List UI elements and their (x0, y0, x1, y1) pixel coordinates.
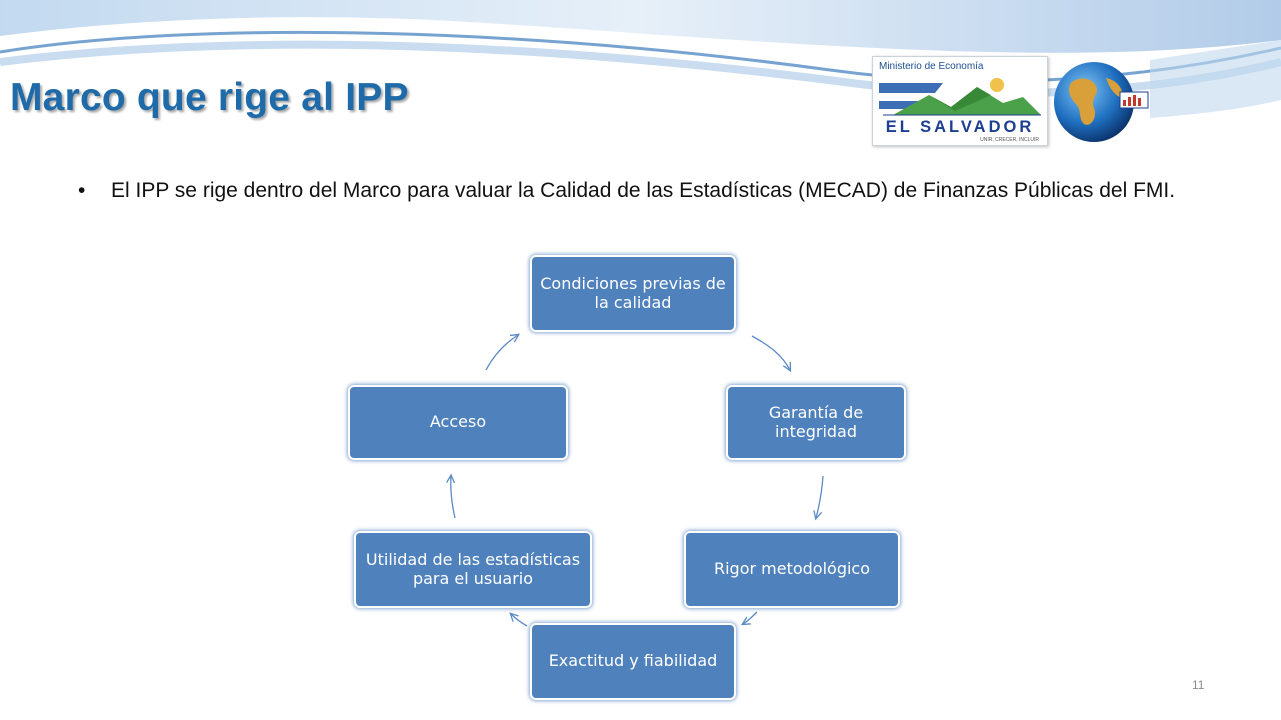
bullet-paragraph: • El IPP se rige dentro del Marco para v… (78, 178, 1228, 204)
arrow-utilidad-acceso (451, 476, 456, 519)
bullet-icon: • (78, 179, 86, 202)
node-utilidad: Utilidad de las estadísticas para el usu… (354, 531, 592, 608)
country-name: EL SALVADOR (885, 118, 1035, 136)
bullet-text: El IPP se rige dentro del Marco para val… (111, 179, 1176, 202)
ministerio-label: Ministerio de Economía (879, 61, 984, 72)
country-motto: UNIR, CRECER, INCLUIR (980, 137, 1039, 143)
mountain-flag-icon (879, 78, 1041, 116)
slide-title: Marco que rige al IPP (10, 76, 409, 119)
node-garantia: Garantía de integridad (726, 385, 906, 460)
arrow-exactitud-utilidad (511, 614, 528, 627)
arrow-rigor-exactitud (743, 611, 758, 624)
node-rigor: Rigor metodológico (684, 531, 900, 608)
node-acceso: Acceso (348, 385, 568, 460)
node-condiciones: Condiciones previas de la calidad (530, 255, 736, 332)
ministerio-logo: Ministerio de Economía EL SALVADOR UNIR,… (872, 56, 1048, 146)
node-exactitud: Exactitud y fiabilidad (530, 623, 736, 700)
arrow-acceso-condiciones (485, 335, 518, 371)
globe-icon (1054, 62, 1149, 142)
arrow-garantia-rigor (816, 475, 824, 518)
page-number: 11 (1192, 678, 1205, 692)
arrow-condiciones-garantia (751, 335, 790, 370)
